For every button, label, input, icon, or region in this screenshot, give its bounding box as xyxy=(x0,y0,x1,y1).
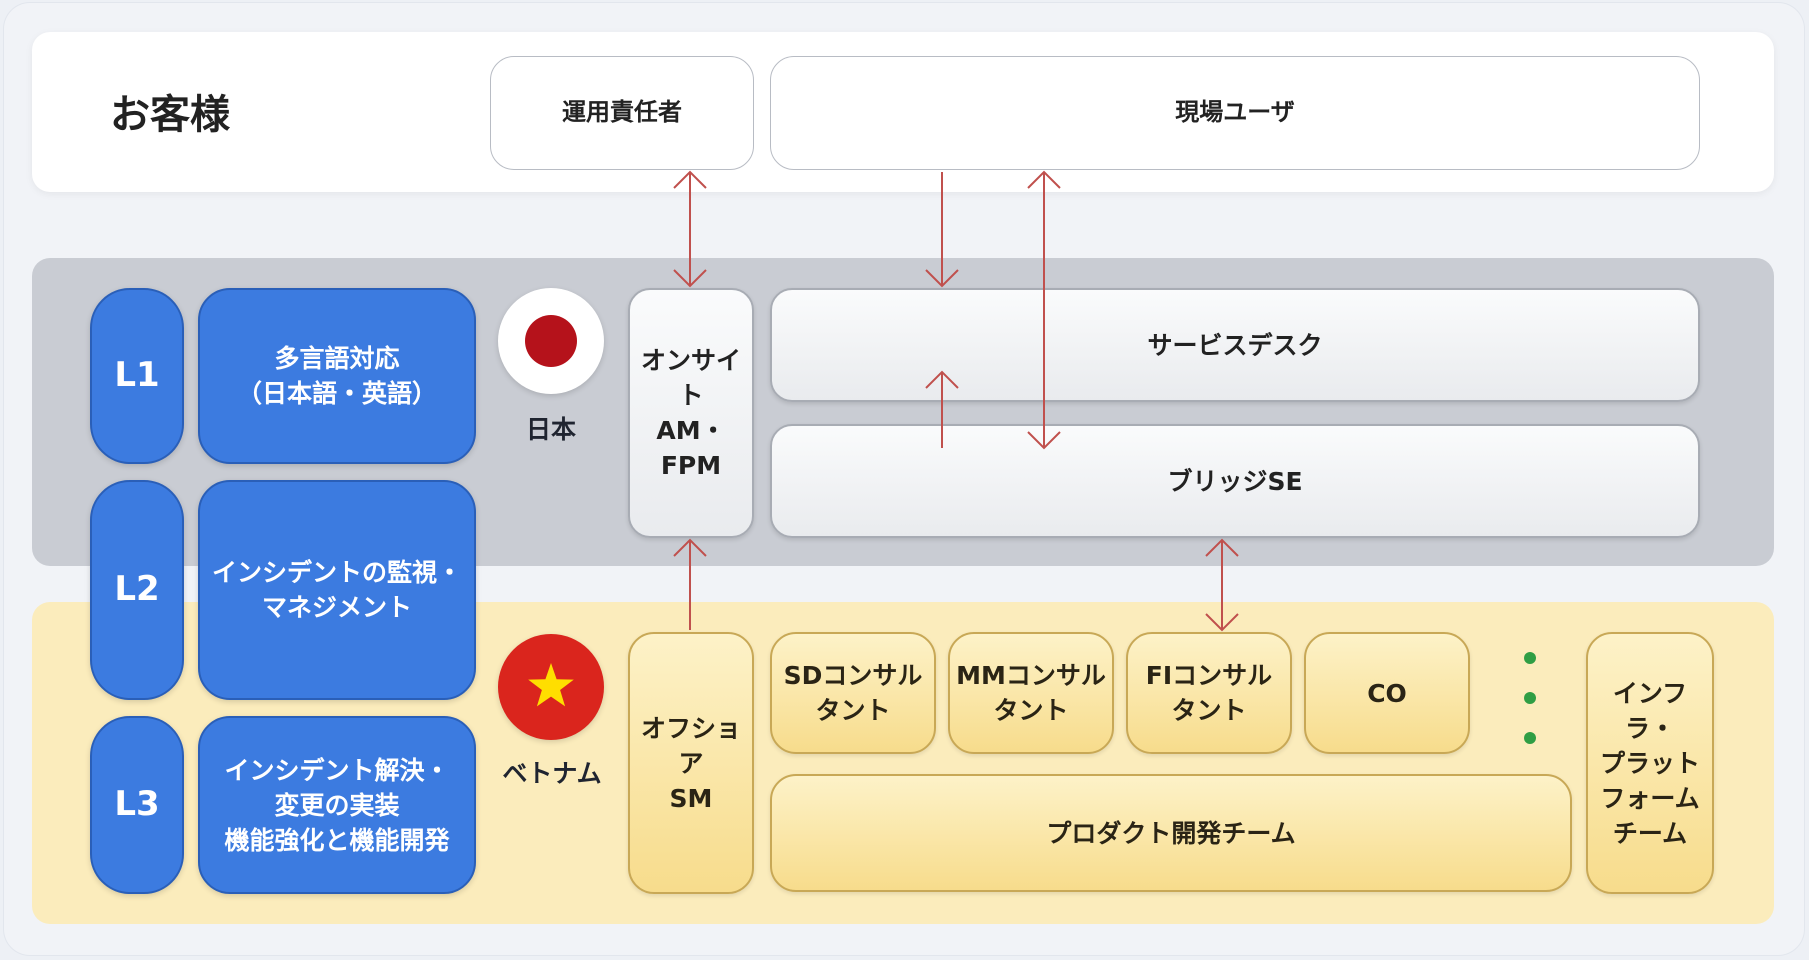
field-users-box: 現場ユーザ xyxy=(770,56,1700,170)
ellipsis-dot xyxy=(1524,652,1536,664)
fi-consultant-box: FIコンサル タント xyxy=(1126,632,1292,754)
mm-consultant-box: MMコンサル タント xyxy=(948,632,1114,754)
level-l3: L3 xyxy=(90,716,184,894)
onsite-am-fpm-box: オンサイト AM・FPM xyxy=(628,288,754,538)
product-dev-team-box: プロダクト開発チーム xyxy=(770,774,1572,892)
infra-platform-team-box: インフラ・ プラット フォーム チーム xyxy=(1586,632,1714,894)
offshore-sm-box: オフショア SM xyxy=(628,632,754,894)
bridge-se-box: ブリッジSE xyxy=(770,424,1700,538)
level-l1: L1 xyxy=(90,288,184,464)
level-l2: L2 xyxy=(90,480,184,700)
customer-title: お客様 xyxy=(110,92,230,138)
level-l1-description: 多言語対応 （日本語・英語） xyxy=(198,288,476,464)
level-l3-description: インシデント解決・ 変更の実装 機能強化と機能開発 xyxy=(198,716,476,894)
level-l2-description: インシデントの監視・ マネジメント xyxy=(198,480,476,700)
ellipsis-dot xyxy=(1524,692,1536,704)
japan-label: 日本 xyxy=(525,415,576,444)
ops-manager-box: 運用責任者 xyxy=(490,56,754,170)
vietnam-flag-icon xyxy=(498,634,604,740)
ellipsis-dot xyxy=(1524,732,1536,744)
vietnam-label: ベトナム xyxy=(502,759,602,788)
co-box: CO xyxy=(1304,632,1470,754)
service-desk-box: サービスデスク xyxy=(770,288,1700,402)
japan-flag-icon xyxy=(498,288,604,394)
sd-consultant-box: SDコンサル タント xyxy=(770,632,936,754)
